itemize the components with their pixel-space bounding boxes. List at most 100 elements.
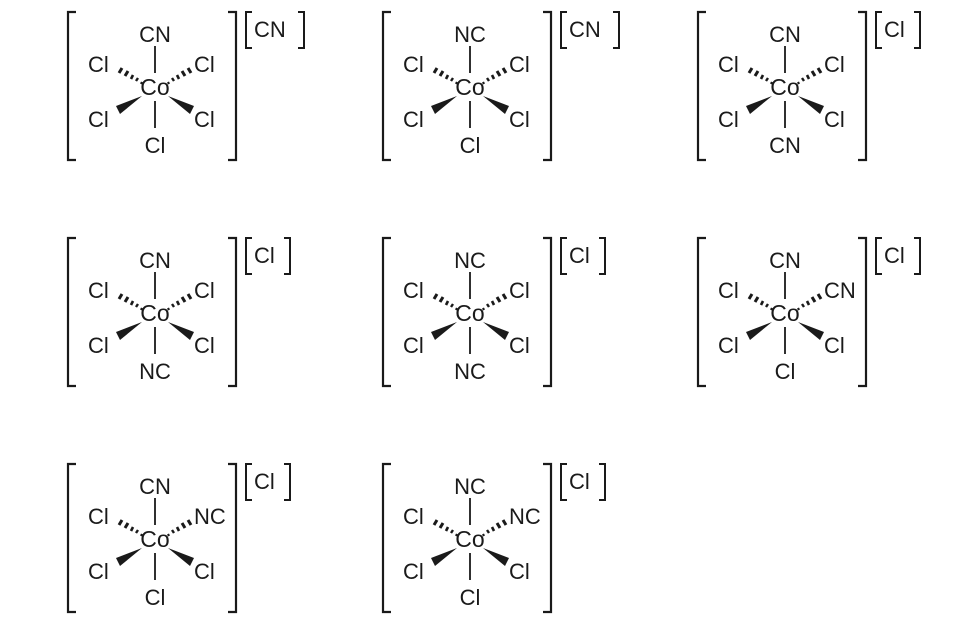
right-bracket <box>543 10 553 162</box>
ligand-lower-right: Cl <box>824 107 845 132</box>
counter-left-bracket <box>560 463 567 501</box>
metal-center: Co <box>770 74 800 100</box>
right-bracket <box>543 236 553 388</box>
left-bracket <box>66 462 76 614</box>
ligand-upper-right: Cl <box>824 52 845 77</box>
ligand-upper-left: Cl <box>403 504 424 529</box>
metal-center: Co <box>455 300 485 326</box>
counter-ion: CN <box>254 17 286 42</box>
ligand-upper-right: Cl <box>509 278 530 303</box>
complex-structure-7: CN Cl NC Co Cl Cl Cl Cl <box>60 462 320 622</box>
right-bracket <box>228 462 238 614</box>
counter-left-bracket <box>560 11 567 49</box>
ligand-bottom: Cl <box>459 133 481 158</box>
ligand-upper-right: Cl <box>194 278 215 303</box>
counter-right-bracket <box>613 11 620 49</box>
ligand-lower-right: Cl <box>509 333 530 358</box>
counter-ion: Cl <box>569 469 590 494</box>
ligand-lower-right: Cl <box>194 107 215 132</box>
left-bracket <box>696 236 706 388</box>
metal-center: Co <box>140 74 170 100</box>
ligand-top: NC <box>454 248 486 273</box>
ligand-lower-right: Cl <box>509 107 530 132</box>
ligand-lower-right: Cl <box>824 333 845 358</box>
counter-right-bracket <box>914 11 921 49</box>
ligand-upper-left: Cl <box>403 278 424 303</box>
ligand-lower-left: Cl <box>403 107 424 132</box>
ligand-upper-left: Cl <box>403 52 424 77</box>
ligand-lower-left: Cl <box>88 559 109 584</box>
right-bracket <box>858 10 868 162</box>
ligand-upper-right: NC <box>509 504 541 529</box>
ligand-lower-left: Cl <box>88 333 109 358</box>
counter-left-bracket <box>245 237 252 275</box>
complex-structure-5: NC Cl Cl Co Cl Cl NC Cl <box>375 236 635 396</box>
ligand-lower-right: Cl <box>509 559 530 584</box>
complex-structure-8: NC Cl NC Co Cl Cl Cl Cl <box>375 462 635 622</box>
metal-center: Co <box>770 300 800 326</box>
ligand-bottom: Cl <box>144 585 166 610</box>
octahedral-bonds <box>66 236 291 388</box>
complex-structure-3: CN Cl Cl Co Cl Cl CN Cl <box>690 10 950 170</box>
right-bracket <box>543 462 553 614</box>
ligand-upper-left: Cl <box>718 278 739 303</box>
counter-right-bracket <box>298 11 305 49</box>
counter-left-bracket <box>560 237 567 275</box>
left-bracket <box>381 236 391 388</box>
ligand-upper-left: Cl <box>88 278 109 303</box>
counter-ion: Cl <box>569 243 590 268</box>
ligand-bottom: Cl <box>774 359 796 384</box>
ligand-top: CN <box>139 474 171 499</box>
complex-structure-1: CN Cl Cl Co Cl Cl Cl CN <box>60 10 320 170</box>
octahedral-bonds <box>66 10 305 162</box>
counter-right-bracket <box>284 463 291 501</box>
ligand-top: NC <box>454 474 486 499</box>
metal-center: Co <box>140 526 170 552</box>
left-bracket <box>381 462 391 614</box>
ligand-upper-left: Cl <box>718 52 739 77</box>
ligand-lower-left: Cl <box>718 107 739 132</box>
counter-left-bracket <box>245 463 252 501</box>
right-bracket <box>858 236 868 388</box>
ligand-lower-left: Cl <box>718 333 739 358</box>
metal-center: Co <box>455 526 485 552</box>
left-bracket <box>66 10 76 162</box>
ligand-bottom: Cl <box>459 585 481 610</box>
counter-right-bracket <box>599 463 606 501</box>
ligand-top: NC <box>454 22 486 47</box>
counter-left-bracket <box>245 11 252 49</box>
ligand-bottom: CN <box>769 133 801 158</box>
ligand-lower-left: Cl <box>403 559 424 584</box>
ligand-upper-left: Cl <box>88 504 109 529</box>
ligand-lower-left: Cl <box>403 333 424 358</box>
complex-structure-4: CN Cl Cl Co Cl Cl NC Cl <box>60 236 320 396</box>
octahedral-bonds <box>696 236 921 388</box>
ligand-top: CN <box>769 248 801 273</box>
ligand-top: CN <box>139 22 171 47</box>
counter-right-bracket <box>914 237 921 275</box>
counter-ion: Cl <box>254 469 275 494</box>
right-bracket <box>228 10 238 162</box>
ligand-upper-right: Cl <box>509 52 530 77</box>
counter-left-bracket <box>875 237 882 275</box>
left-bracket <box>696 10 706 162</box>
octahedral-bonds <box>381 10 620 162</box>
right-bracket <box>228 236 238 388</box>
octahedral-bonds <box>381 236 606 388</box>
metal-center: Co <box>140 300 170 326</box>
ligand-lower-right: Cl <box>194 559 215 584</box>
octahedral-bonds <box>696 10 921 162</box>
counter-ion: Cl <box>884 243 905 268</box>
counter-left-bracket <box>875 11 882 49</box>
counter-ion: Cl <box>254 243 275 268</box>
ligand-bottom: NC <box>139 359 171 384</box>
ligand-upper-right: NC <box>194 504 226 529</box>
ligand-upper-right: Cl <box>194 52 215 77</box>
complex-structure-2: NC Cl Cl Co Cl Cl Cl CN <box>375 10 635 170</box>
ligand-upper-right: CN <box>824 278 856 303</box>
complex-structure-6: CN Cl CN Co Cl Cl Cl Cl <box>690 236 950 396</box>
ligand-upper-left: Cl <box>88 52 109 77</box>
ligand-bottom: Cl <box>144 133 166 158</box>
counter-ion: Cl <box>884 17 905 42</box>
ligand-top: CN <box>139 248 171 273</box>
